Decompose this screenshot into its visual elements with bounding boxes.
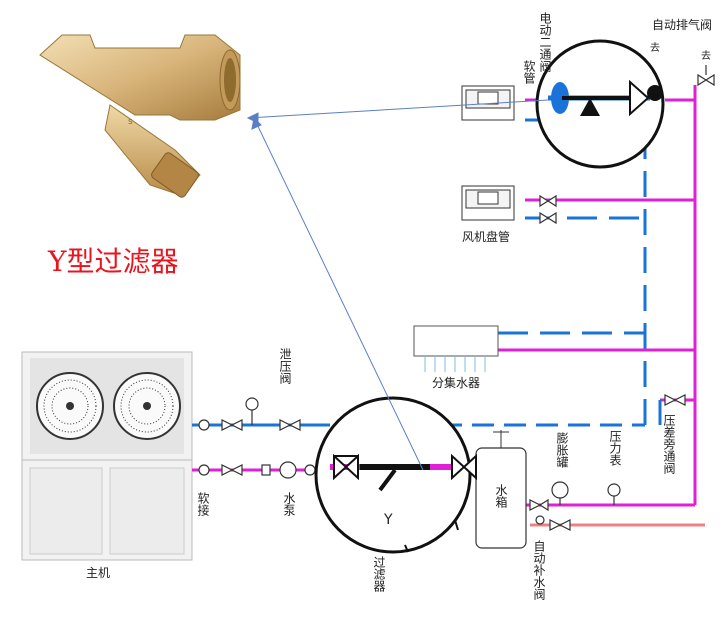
tank-label: 水箱 (494, 484, 508, 508)
water-tank (475, 430, 527, 549)
vent-mark-1: 去 (650, 43, 660, 54)
expansion-tank-label: 膨胀罐 (555, 432, 569, 468)
svg-text:s: s (128, 117, 133, 127)
valve-magnifier-circle (535, 39, 665, 169)
filter-title: Y型过滤器 (48, 245, 179, 278)
main-unit (21, 351, 193, 561)
soft-joint-label: 软接 (196, 492, 210, 516)
manifold-label: 分集水器 (432, 376, 481, 390)
fan-coil-label: 风机盘管 (462, 230, 511, 244)
bypass-valve-label: 压差旁通阀 (662, 414, 676, 474)
pressure-gauge-label: 压力表 (608, 430, 622, 466)
soft-pipe-label: 软管 (522, 60, 536, 84)
supply-pipe (192, 118, 647, 427)
pipe-fittings (198, 65, 715, 531)
two-way-valve-label: 电动二通阀 (538, 12, 552, 72)
callout-arrows (246, 99, 549, 471)
y-filter-photo: s (39, 34, 241, 198)
y-filter-mark: Y (384, 512, 393, 528)
pump-label: 水泵 (282, 492, 296, 516)
main-unit-label: 主机 (86, 566, 111, 580)
vent-mark-2: 去 (701, 51, 711, 62)
auto-air-vent-label: 自动排气阀 (652, 18, 713, 32)
relief-valve-label: 泄压阀 (278, 348, 292, 384)
auto-makeup-valve-label: 自动补水阀 (532, 540, 546, 600)
manifold (413, 325, 499, 372)
fan-coil-units (461, 85, 515, 221)
filter-magnifier-circle (314, 396, 477, 554)
filter-label: 过滤器 (372, 556, 386, 592)
return-pipe (192, 85, 697, 507)
